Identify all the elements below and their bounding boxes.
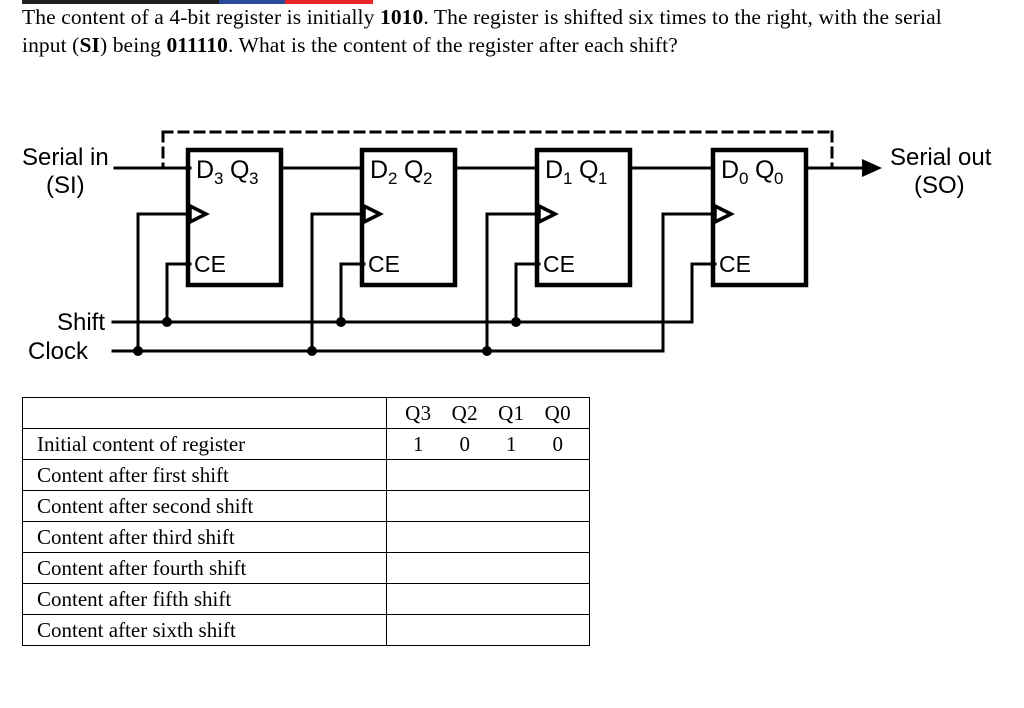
flipflop-box-1 [534,147,633,288]
question-part-2: . The register is shifted six times to t… [22,5,942,57]
top-accent-rule [22,0,373,4]
ff2-d-letter: D [370,156,388,184]
bit-header-row: Q3 Q2 Q1 Q0 [387,401,589,426]
table-header-row: Q3 Q2 Q1 Q0 [22,397,590,429]
clock-triangle-0 [713,203,735,225]
ff2-d-sub: 2 [388,169,397,188]
stage1-wires [485,166,715,353]
flipflop-box-3 [185,147,284,288]
shift-results-table: Q3 Q2 Q1 Q0 Initial content of register … [22,397,590,646]
wire-junction-dots [133,317,521,356]
row-label-fourth-shift: Content after fourth shift [22,552,387,584]
serial-out-arrowhead [862,159,882,177]
bit-header-q0: Q0 [544,400,571,425]
rule-segment-red [285,0,373,4]
rule-segment-black [22,0,219,4]
bit-q2: 0 [459,431,471,456]
feedback-dashed-wire [161,130,834,170]
bit-q1: 1 [506,431,517,456]
table-row: Initial content of register 1 0 1 0 [22,428,590,460]
clock-triangle-2 [362,203,384,225]
ff3-d-letter: D [196,156,214,184]
serial-input-value: 011110 [166,32,228,57]
table-body: Q3 Q2 Q1 Q0 Initial content of register … [22,397,590,646]
row-label-second-shift: Content after second shift [22,490,387,522]
bit-header-q2: Q2 [451,400,478,425]
ff3-q-sub: 3 [249,169,258,188]
row-bits-sixth-shift[interactable] [386,614,590,646]
serial-in-abbrev: (SI) [46,172,85,199]
ff0-q-letter: Q [755,156,774,184]
ff2-ce-label: CE [368,251,400,277]
ff3-d-sub: 3 [214,169,223,188]
shift-register-circuit-diagram: D 3 Q 3 CE D 2 Q 2 CE D 1 Q 1 CE [0,118,1024,373]
row-bits-second-shift[interactable] [386,490,590,522]
row-bits-third-shift[interactable] [386,521,590,553]
ff1-q-letter: Q [579,156,598,184]
ff3-ce-label: CE [194,251,226,277]
row-label-third-shift: Content after third shift [22,521,387,553]
stage3-wires [136,166,364,353]
ff1-d-letter: D [545,156,563,184]
ff2-q-letter: Q [404,156,423,184]
question-part-4: . What is the content of the register af… [228,32,678,57]
table-row: Content after first shift [22,459,590,491]
shift-bus-label: Shift [57,309,105,336]
table-row: Content after second shift [22,490,590,522]
serial-in-label: Serial in [22,144,109,171]
ff1-q-sub: 1 [598,169,607,188]
rule-segment-blue [219,0,285,4]
table-row: Content after fourth shift [22,552,590,584]
flipflop-2-labels: D 2 Q 2 CE [368,156,432,277]
flipflop-0-labels: D 0 Q 0 CE [719,156,783,277]
clock-bus-label: Clock [28,338,89,365]
stage2-wires [310,166,539,353]
row-label-first-shift: Content after first shift [22,459,387,491]
bit-header-q3: Q3 [405,400,432,425]
header-bits-cell: Q3 Q2 Q1 Q0 [386,397,590,429]
question-part-1: The content of a 4-bit register is initi… [22,5,380,29]
stage0-wires [543,212,717,353]
ff0-d-letter: D [721,156,739,184]
ff0-ce-label: CE [719,251,751,277]
clock-triangle-3 [188,203,210,225]
ff0-q-sub: 0 [774,169,783,188]
initial-value: 1010 [379,5,424,29]
ff3-q-letter: Q [230,156,249,184]
bit-header-q1: Q1 [498,400,525,425]
serial-out-abbrev: (SO) [914,172,965,199]
header-label-cell [22,397,387,429]
row-bits-fifth-shift[interactable] [386,583,590,615]
flipflop-1-labels: D 1 Q 1 CE [543,156,607,277]
clock-triangle-1 [537,203,559,225]
ff1-d-sub: 1 [563,169,572,188]
bit-q3: 1 [413,431,424,456]
bit-value-row: 1 0 1 0 [387,432,589,457]
si-abbrev: SI [79,32,100,57]
row-bits-fourth-shift[interactable] [386,552,590,584]
flipflop-3-labels: D 3 Q 3 CE [194,156,258,277]
ff2-q-sub: 2 [423,169,432,188]
table-row: Content after fifth shift [22,583,590,615]
ff1-ce-label: CE [543,251,575,277]
flipflop-box-0 [710,147,809,288]
question-part-3: ) being [99,32,167,57]
table-row: Content after third shift [22,521,590,553]
bit-q0: 0 [552,431,564,456]
flipflop-box-2 [359,147,458,288]
ff0-d-sub: 0 [739,169,748,188]
row-bits-initial[interactable]: 1 0 1 0 [386,428,590,460]
row-label-fifth-shift: Content after fifth shift [22,583,387,615]
row-label-sixth-shift: Content after sixth shift [22,614,387,646]
serial-out-label: Serial out [890,144,992,171]
row-label-initial: Initial content of register [22,428,387,460]
table-row: Content after sixth shift [22,614,590,646]
row-bits-first-shift[interactable] [386,459,590,491]
question-text: The content of a 4-bit register is initi… [22,4,984,59]
